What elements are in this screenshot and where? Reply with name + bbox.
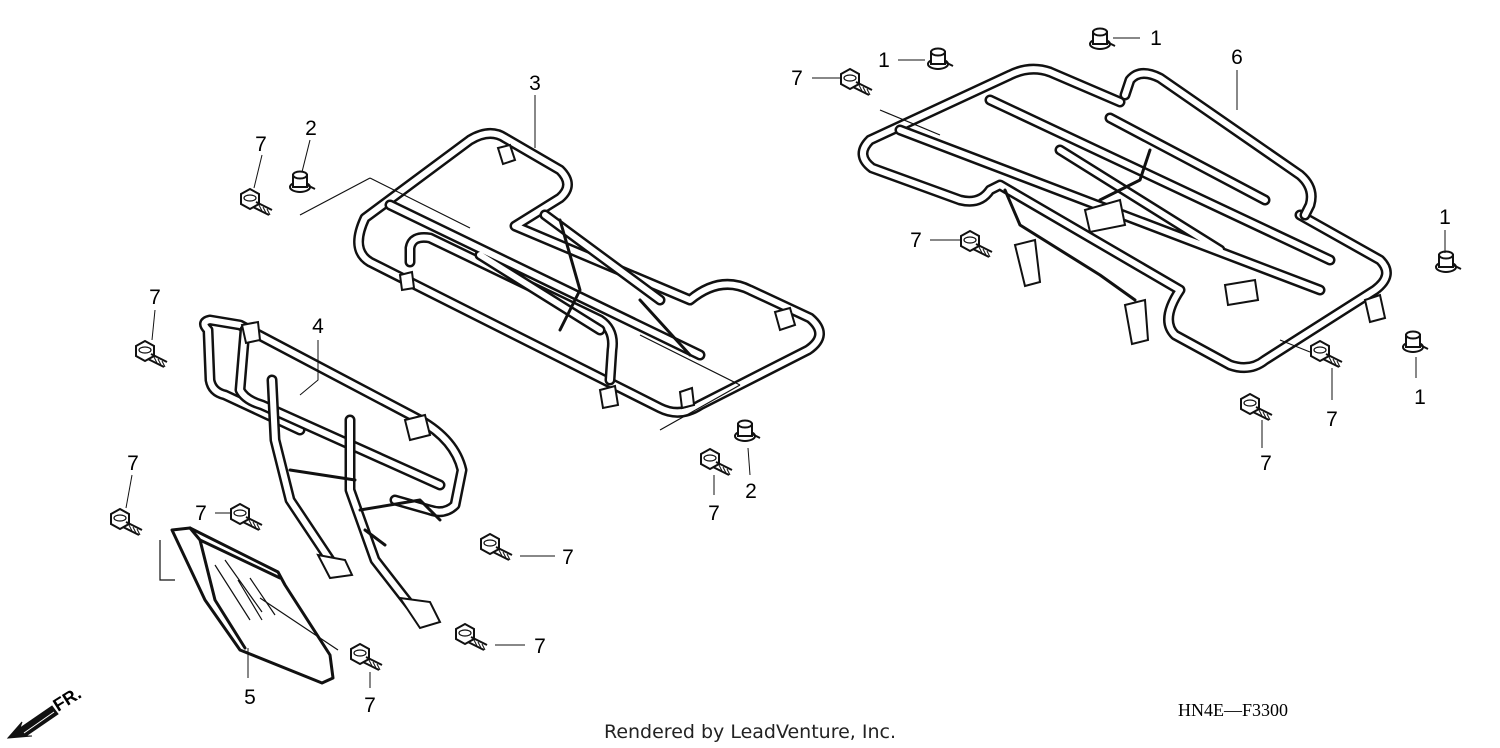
callout-7-left: 7 — [149, 286, 161, 309]
callout-7-rear-right: 7 — [1326, 408, 1338, 431]
callout-7-top-left: 7 — [255, 133, 267, 156]
front-carrier-part-3 — [299, 128, 825, 431]
callout-2-bottom: 2 — [745, 480, 757, 503]
callout-2-top: 2 — [305, 117, 317, 140]
callout-6: 6 — [1231, 46, 1243, 69]
rear-carrier-part-6 — [857, 63, 1392, 374]
callout-4: 4 — [312, 315, 324, 338]
callout-7-lower-left: 7 — [127, 452, 139, 475]
callout-5: 5 — [244, 686, 256, 709]
callout-7-rear-top: 7 — [791, 67, 803, 90]
callout-7-rear-bottom: 7 — [1260, 452, 1272, 475]
skid-plate-part-5 — [159, 526, 339, 685]
callout-7-guard-bottom: 7 — [534, 635, 546, 658]
callout-1-rear-top: 1 — [1150, 27, 1162, 50]
front-guard-part-4 — [199, 314, 468, 630]
callout-1-rear-right: 1 — [1439, 206, 1451, 229]
front-direction-arrow: FR. — [6, 683, 85, 739]
callout-7-skid: 7 — [364, 694, 376, 717]
callout-3: 3 — [529, 72, 541, 95]
callout-7-guard-right: 7 — [562, 546, 574, 569]
diagram-code: HN4E—F3300 — [1178, 700, 1288, 720]
callout-7-center: 7 — [708, 502, 720, 525]
callout-7-rear-mid: 7 — [910, 229, 922, 252]
callout-1-rear-lower-right: 1 — [1414, 386, 1426, 409]
footer-credit: Rendered by LeadVenture, Inc. — [604, 721, 896, 743]
callout-1-rear-top-left: 1 — [878, 49, 890, 72]
callout-7-mid-left: 7 — [195, 502, 207, 525]
callout-labels: 2 7 3 4 7 7 7 7 7 7 5 7 2 7 1 1 6 7 1 1 … — [127, 27, 1451, 717]
leader-lines — [125, 37, 1446, 688]
